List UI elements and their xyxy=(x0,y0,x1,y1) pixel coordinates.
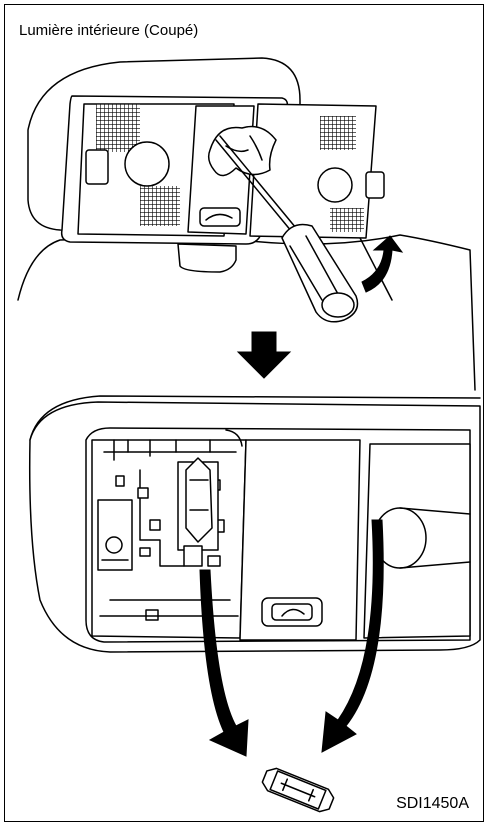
lamp-bottom-view xyxy=(30,396,480,815)
down-arrow xyxy=(238,332,290,378)
lamp-top-view xyxy=(18,58,475,390)
